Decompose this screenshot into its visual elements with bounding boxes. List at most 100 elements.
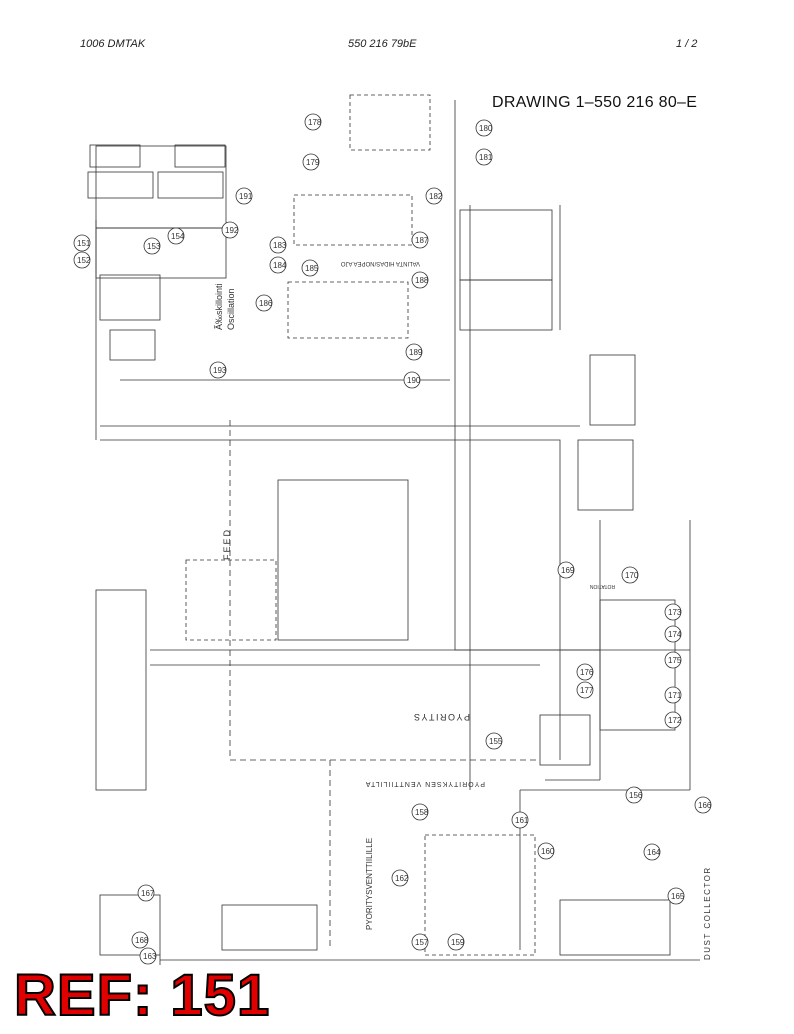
callout-172: 172 bbox=[664, 711, 682, 729]
left-valve-stack bbox=[95, 589, 147, 791]
svg-text:155: 155 bbox=[489, 737, 503, 746]
callout-191: 191 bbox=[235, 187, 253, 205]
callout-161: 161 bbox=[511, 811, 529, 829]
label-pyoritys: PYORITYS bbox=[412, 712, 470, 722]
dust-collector-block bbox=[559, 899, 671, 956]
callout-173: 173 bbox=[664, 603, 682, 621]
callout-180: 180 bbox=[475, 119, 493, 137]
svg-text:168: 168 bbox=[135, 936, 149, 945]
svg-text:167: 167 bbox=[141, 889, 155, 898]
svg-text:153: 153 bbox=[147, 242, 161, 251]
control-valve-right-lower bbox=[459, 279, 553, 331]
svg-text:160: 160 bbox=[541, 847, 555, 856]
oscillation-valve-block bbox=[95, 145, 227, 229]
main-valve-lower bbox=[287, 281, 409, 339]
svg-text:189: 189 bbox=[409, 348, 423, 357]
svg-text:156: 156 bbox=[629, 791, 643, 800]
callout-183: 183 bbox=[269, 236, 287, 254]
cylinder-left bbox=[89, 144, 141, 168]
callout-176: 176 bbox=[576, 663, 594, 681]
callout-162: 162 bbox=[391, 869, 409, 887]
svg-text:154: 154 bbox=[171, 232, 185, 241]
svg-text:182: 182 bbox=[429, 192, 443, 201]
callout-177: 177 bbox=[576, 681, 594, 699]
svg-text:176: 176 bbox=[580, 668, 594, 677]
callout-155: 155 bbox=[485, 732, 503, 750]
svg-text:190: 190 bbox=[407, 376, 421, 385]
svg-text:179: 179 bbox=[306, 158, 320, 167]
svg-text:184: 184 bbox=[273, 261, 287, 270]
label-pyoritysventtiilille: PYORITYSVENTTIILILLE bbox=[365, 838, 374, 930]
svg-text:172: 172 bbox=[668, 716, 682, 725]
svg-text:161: 161 bbox=[515, 816, 529, 825]
document-code: 1006 DMTAK bbox=[80, 38, 146, 50]
label-feed: FEED bbox=[222, 528, 232, 560]
svg-text:151: 151 bbox=[77, 239, 91, 248]
svg-text:166: 166 bbox=[698, 801, 712, 810]
callout-188: 188 bbox=[411, 271, 429, 289]
svg-text:158: 158 bbox=[415, 808, 429, 817]
callout-163: 163 bbox=[139, 947, 157, 965]
feed-manifold bbox=[277, 479, 409, 641]
svg-text:183: 183 bbox=[273, 241, 287, 250]
callout-165: 165 bbox=[667, 887, 685, 905]
callout-156: 156 bbox=[625, 786, 643, 804]
pyoritys-block bbox=[539, 714, 591, 766]
callout-151: 151 bbox=[73, 234, 91, 252]
callout-169: 169 bbox=[557, 561, 575, 579]
svg-text:159: 159 bbox=[451, 938, 465, 947]
ref-label: REF: 151 bbox=[13, 963, 271, 1028]
callout-184: 184 bbox=[269, 256, 287, 274]
label-oscillation-fi: Ã‰skillointi bbox=[214, 283, 224, 330]
control-valve-right-upper bbox=[459, 209, 553, 281]
callout-193: 193 bbox=[209, 361, 227, 379]
svg-text:178: 178 bbox=[308, 118, 322, 127]
svg-text:187: 187 bbox=[415, 236, 429, 245]
callout-167: 167 bbox=[137, 884, 155, 902]
svg-text:152: 152 bbox=[77, 256, 91, 265]
svg-text:174: 174 bbox=[668, 630, 682, 639]
lower-mid-valve bbox=[221, 904, 318, 951]
pressure-box bbox=[589, 354, 636, 426]
svg-text:186: 186 bbox=[259, 299, 273, 308]
label-rotation: ROTATION bbox=[590, 583, 615, 589]
callout-158: 158 bbox=[411, 803, 429, 821]
main-valve-upper bbox=[293, 194, 413, 246]
rotation-box bbox=[577, 439, 634, 511]
svg-text:181: 181 bbox=[479, 153, 493, 162]
callout-179: 179 bbox=[302, 153, 320, 171]
manifold-1 bbox=[95, 227, 227, 279]
callout-181: 181 bbox=[475, 148, 493, 166]
callout-187: 187 bbox=[411, 231, 429, 249]
water-valve-block bbox=[424, 834, 536, 956]
svg-text:188: 188 bbox=[415, 276, 429, 285]
svg-text:185: 185 bbox=[305, 264, 319, 273]
document-number: 550 216 79bE bbox=[348, 38, 417, 50]
svg-text:170: 170 bbox=[625, 571, 639, 580]
svg-text:192: 192 bbox=[225, 226, 239, 235]
callout-157: 157 bbox=[411, 933, 429, 951]
label-pyorityksen-venttiililta: PYORITYKSEN VENTTIILILTA bbox=[365, 780, 485, 787]
drawing-title: DRAWING 1–550 216 80–E bbox=[492, 94, 698, 111]
callout-174: 174 bbox=[664, 625, 682, 643]
svg-text:157: 157 bbox=[415, 938, 429, 947]
callout-182: 182 bbox=[425, 187, 443, 205]
feed-block bbox=[185, 559, 277, 641]
callout-159: 159 bbox=[447, 933, 465, 951]
svg-text:193: 193 bbox=[213, 366, 227, 375]
svg-text:171: 171 bbox=[668, 691, 682, 700]
callout-192: 192 bbox=[221, 221, 239, 239]
label-valinta: VALINTA HIDAS/NOPEA AJO bbox=[341, 260, 420, 266]
svg-text:180: 180 bbox=[479, 124, 493, 133]
label-dust-collector: DUST COLLECTOR bbox=[703, 866, 712, 960]
relief-block bbox=[109, 329, 156, 361]
callout-175: 175 bbox=[664, 651, 682, 669]
right-valve-column bbox=[599, 599, 676, 731]
valve-body-1 bbox=[87, 171, 154, 199]
page-number: 1 / 2 bbox=[676, 38, 698, 50]
callout-164: 164 bbox=[643, 843, 661, 861]
callout-190: 190 bbox=[403, 371, 421, 389]
svg-text:163: 163 bbox=[143, 952, 157, 961]
callout-168: 168 bbox=[131, 931, 149, 949]
label-oscillation-en: Oscillation bbox=[226, 288, 236, 330]
